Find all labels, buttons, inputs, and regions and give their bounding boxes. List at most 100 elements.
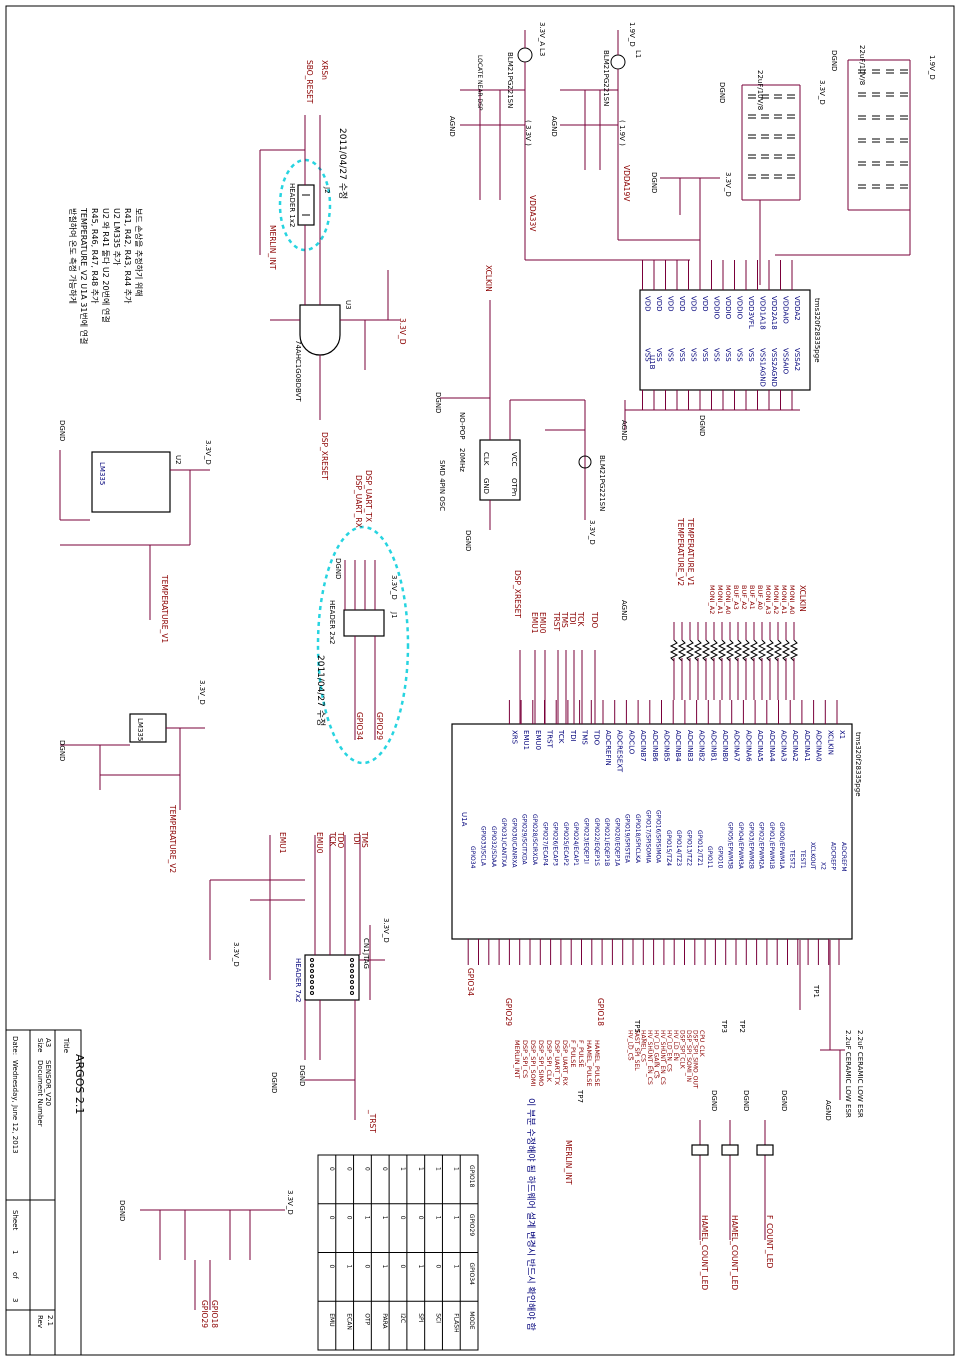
u1b-vdd-pin: VDD — [644, 296, 652, 312]
mode-table-cell: SCI — [435, 1313, 442, 1323]
design-note: 이 부분 수정해야 됨 하드웨어 설계 변경시 반드시 확인해야 함 — [525, 1098, 537, 1331]
net-dgnd-caps2: DGND — [718, 82, 726, 103]
net-33va: 3.3V_A — [538, 22, 546, 46]
osc-pin-vcc: VCC — [510, 452, 518, 467]
u1a-left-pin: TDO — [592, 729, 600, 746]
net-gpio34-j1: GPIO34 — [355, 712, 364, 740]
tp3: TP3 — [720, 1019, 728, 1033]
l3-ref: L3 — [538, 48, 546, 56]
gpio-net-label: HV_LD_CS — [627, 1030, 634, 1061]
u1b-vdd-pin: VDD — [655, 296, 663, 312]
osc-pin-gnd: GND — [482, 478, 490, 494]
gpio-net-label: FAST_SPI_SEL — [633, 1030, 640, 1071]
u1b-power-chip: tms320f28335pge U1B VDDA2VDDAIOVDD2A18VD… — [620, 260, 821, 441]
net-tck2: TCK — [328, 831, 337, 847]
net-agnd-u1b: AGND — [620, 420, 628, 441]
net-temp-v2b: TEMPERATURE_V2 — [676, 517, 685, 586]
u1a-right-pin: GPIO12/TZ1 — [696, 830, 703, 866]
j2-header — [297, 184, 315, 226]
u4-lm335: LM335 DGND 3.3V_D TEMPERATURE_V2 — [58, 680, 206, 873]
gpio-net-label: DSP_SPI_CLK — [679, 1030, 686, 1070]
osc-pin-clk: CLK — [482, 452, 490, 466]
net-dgnd-led3: DGND — [780, 1090, 788, 1111]
u3-gate-body — [299, 304, 341, 356]
tp7: TP7 — [576, 1089, 584, 1103]
u1b-vdd-pin: VDD1A18 — [759, 296, 767, 330]
mode-table-cell: EMU — [328, 1313, 335, 1326]
j1-highlight — [316, 525, 410, 765]
mode-table-cell: 1 — [417, 1167, 424, 1171]
net-agnd-adc: AGND — [620, 600, 628, 621]
u1a-left-pin: XRS — [510, 730, 518, 745]
gpio-net-label: HV_LD_EN_CS — [666, 1030, 673, 1072]
rev-value: 2.1 — [46, 1315, 54, 1326]
u1a-left-pin: ADCINA7 — [733, 730, 741, 762]
u1b-body — [639, 289, 811, 391]
gpio-net-label: DSP_SPI_CS — [521, 1040, 529, 1078]
u1a-right-pin: XCLKOUT — [809, 842, 816, 870]
net-tms2: TMS — [360, 831, 369, 848]
u1a-right-pin: GPIO30/CANRXA — [510, 818, 517, 868]
adc-net-label: MONI_A2 — [708, 585, 716, 614]
u1a-left-pin: ADCINB7 — [639, 730, 647, 762]
net-vdda33: VDDA33V — [528, 195, 537, 232]
u1a-right-pin: GPIO2/EPWM2A — [758, 822, 765, 870]
net-temp-v2: TEMPERATURE_V2 — [168, 804, 177, 873]
u4-part: LM335 — [136, 718, 144, 741]
j2-part: HEADER 1x2 — [288, 183, 296, 227]
net-33v-u2: 3.3V_D — [204, 440, 212, 465]
u1a-right-pin: GPIO27/ECAP4 — [541, 822, 548, 866]
net-dgnd-u4: DGND — [58, 740, 66, 761]
mode-table-cell: 0 — [346, 1216, 353, 1220]
u1a-left-pin: ADCINB6 — [651, 730, 659, 762]
mode-table-cell: 1 — [435, 1216, 442, 1220]
revision-note-line: U2 와 R41 둘다 U2 20번에 연결 — [101, 208, 111, 323]
size-label: Size — [36, 1038, 44, 1052]
revision-note-line: 보드 손상을 추정하기 위해 — [134, 208, 144, 297]
sheet-value: 1 — [11, 1250, 19, 1254]
net-nopop: NO-POP — [458, 412, 466, 439]
u1a-left-pin: EMU1 — [522, 730, 530, 750]
gpio-net-label: HAMEL_CS — [640, 1030, 647, 1062]
mode-table-cell: 0 — [363, 1167, 370, 1171]
adc-net-label: BUF_A0 — [756, 585, 764, 610]
adc-net-label: BUF_A3 — [732, 585, 740, 610]
u1a-right-pin: GPIO31/CANTXA — [500, 818, 507, 868]
title-block: Title ARGOS 2.1 Size A3 Document Number … — [5, 1029, 86, 1356]
mode-table-header: MODE — [468, 1311, 475, 1330]
net-temp-v1b: TEMPERATURE_V1 — [686, 517, 695, 586]
tp2: TP2 — [738, 1019, 746, 1033]
osc-smd: SMD 4PIN OSC — [438, 460, 446, 511]
net-tms: TMS — [560, 611, 569, 628]
net-dgnd-u1b: DGND — [698, 415, 706, 436]
cn1-body — [304, 954, 360, 1001]
mode-table-cell: 1 — [346, 1265, 353, 1269]
adc-net-label: MONI_A0 — [788, 585, 796, 614]
gpio-net-label: MERLIN_INT — [513, 1040, 521, 1079]
u1a-right-pin: GPIO24/ECAP1 — [572, 822, 579, 866]
net-33v-jtag: 3.3V_D — [382, 918, 390, 943]
j1-header-group: 3.3V_D DGND DSP_UART_TX DSP_UART_RX 2011… — [315, 470, 410, 765]
gpio-net-label: F_PULSE — [569, 1040, 577, 1068]
net-dgnd-osc: DGND — [434, 392, 442, 413]
u1a-left-pin: ADCINB4 — [674, 730, 682, 762]
j1-part: HEADER 2x2 — [328, 600, 336, 644]
u1a-left-pin: TDI — [569, 729, 577, 742]
osc-freq: 20MHz — [458, 448, 466, 472]
net-trst2: _TRST — [368, 1109, 377, 1133]
cap-22u-a: 22uF/10V/8 — [756, 70, 764, 110]
net-33v-boot: 3.3V_D — [286, 1190, 294, 1215]
u1a-right-pin: GPIO17/SPISOMIA — [644, 810, 651, 864]
cn1-part: JTAG — [362, 952, 370, 969]
u1a-left-pin: TMS — [581, 729, 589, 745]
u1a-left-pin: ADCINB5 — [663, 730, 671, 762]
u1b-vss-pin: VSS — [747, 348, 755, 362]
u1b-vss-pin: VSSAIO — [782, 348, 790, 375]
u1b-vdd-pin: VDDAIO — [782, 296, 790, 324]
revision-note-line: TEMPERATURE_V2 U1A 31번에 연결 — [79, 207, 89, 344]
adc-net-label: MONI_A1 — [716, 585, 724, 614]
u1a-left-pin: ADCLO — [627, 730, 635, 755]
